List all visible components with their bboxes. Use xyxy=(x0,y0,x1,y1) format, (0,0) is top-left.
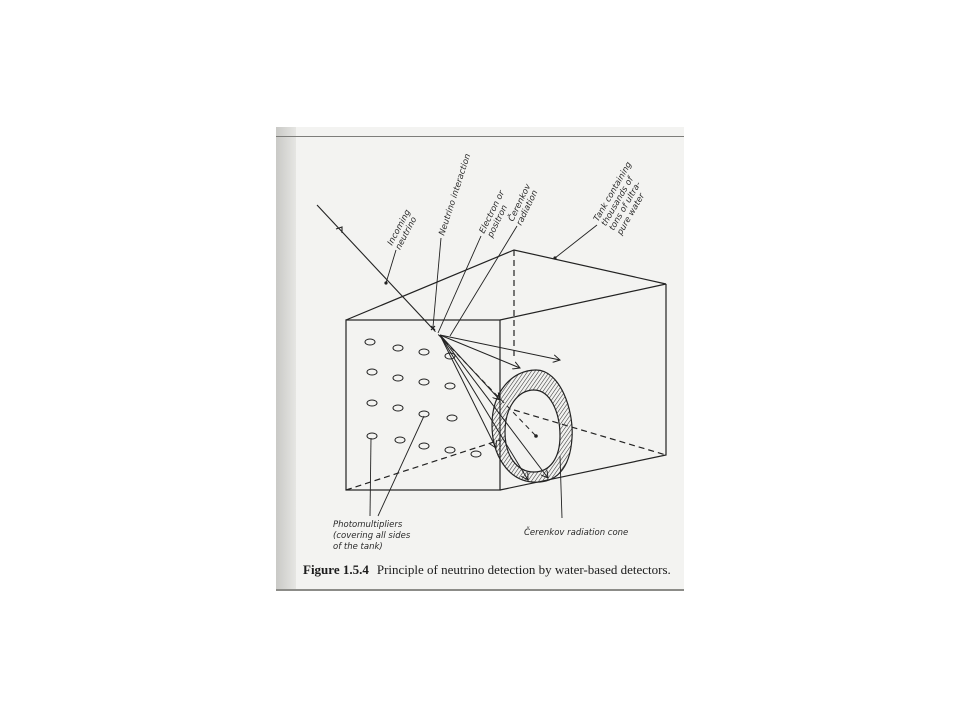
figure-number: Figure 1.5.4 xyxy=(303,562,369,577)
photomultiplier xyxy=(366,432,378,440)
tank-right-face xyxy=(499,284,667,491)
photomultiplier-array xyxy=(364,338,482,458)
incoming-neutrino-track xyxy=(316,204,433,329)
label-photomultipliers: Photomultipliers (covering all sides of … xyxy=(333,520,413,552)
radiation-ray xyxy=(439,334,528,480)
particle-tracks xyxy=(316,204,560,480)
photomultiplier xyxy=(392,344,404,352)
radiation-ray xyxy=(439,334,520,368)
label-cerenkov-radiation: Čerenkov radiation xyxy=(505,179,543,227)
tank-top-face xyxy=(345,249,667,321)
incoming-neutrino-arrow xyxy=(335,226,343,233)
photomultiplier xyxy=(444,382,456,390)
leader-electron-positron xyxy=(437,235,482,334)
photomultiplier xyxy=(470,450,482,458)
label-cerenkov-cone: Čerenkov radiation cone xyxy=(524,526,628,538)
page-top-rule xyxy=(276,136,684,137)
photomultiplier xyxy=(446,414,458,422)
leader-photomultiplier-b xyxy=(377,415,425,517)
label-neutrino-interaction: Neutrino interaction xyxy=(437,153,473,237)
figure-caption: Figure 1.5.4 Principle of neutrino detect… xyxy=(303,562,703,578)
leader-radiation-cone xyxy=(559,455,563,519)
leader-incoming-neutrino xyxy=(385,249,397,284)
photomultiplier xyxy=(418,442,430,450)
page-bottom-rule xyxy=(276,589,684,591)
scanned-page xyxy=(276,127,684,591)
leader-dot xyxy=(384,281,388,285)
photomultiplier xyxy=(366,399,378,407)
leader-dot xyxy=(553,256,557,260)
label-leaders xyxy=(369,224,598,519)
radiation-ray xyxy=(439,334,496,448)
tank-hidden-edge-floor xyxy=(345,439,501,491)
photomultiplier xyxy=(394,436,406,444)
photomultiplier xyxy=(418,378,430,386)
leader-cerenkov-radiation xyxy=(449,225,518,337)
leader-neutrino-interaction xyxy=(432,237,442,328)
photomultiplier xyxy=(364,338,376,346)
photomultiplier xyxy=(444,352,456,360)
photomultiplier xyxy=(392,374,404,382)
tank-hidden-edge-back xyxy=(513,409,667,456)
water-tank xyxy=(345,249,667,491)
radiation-ray xyxy=(439,334,548,478)
radiation-ray xyxy=(439,334,500,400)
interaction-point-mark xyxy=(430,325,436,331)
label-incoming-neutrino: Incoming neutrino xyxy=(386,206,422,252)
label-tank: Tank containing thousands of tons of ult… xyxy=(591,158,659,238)
leader-photomultiplier-a xyxy=(369,437,372,517)
figure-caption-text: Principle of neutrino detection by water… xyxy=(376,562,671,577)
photomultiplier xyxy=(392,404,404,412)
photomultiplier xyxy=(418,348,430,356)
photomultiplier xyxy=(444,446,456,454)
radiation-ray xyxy=(439,334,560,360)
leader-tank xyxy=(554,224,598,259)
page-binding-shadow xyxy=(276,127,296,591)
photomultiplier xyxy=(366,368,378,376)
